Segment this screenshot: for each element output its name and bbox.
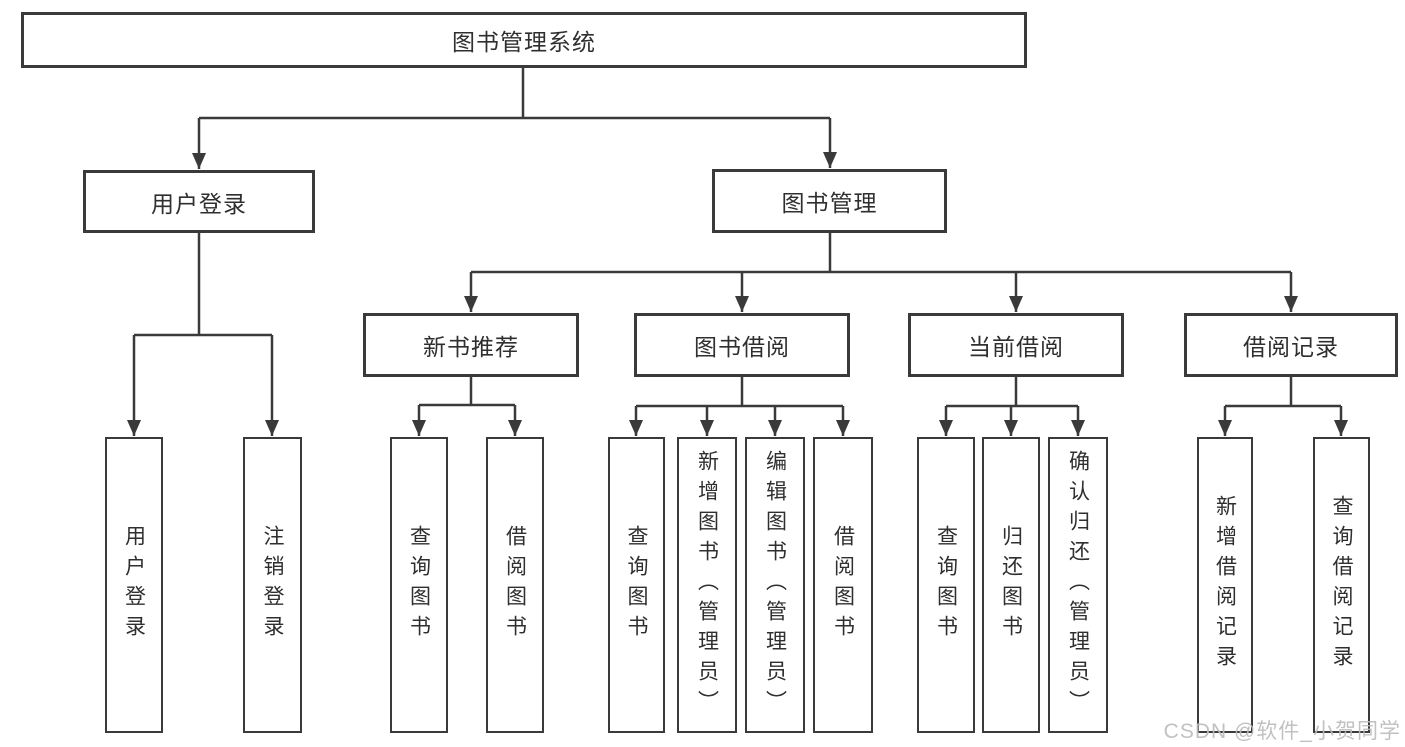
connector-root-to-level2 — [192, 66, 837, 169]
leaf-return-books: 归还图书 — [982, 437, 1040, 733]
connector-book-management-children — [464, 233, 1298, 312]
leaf-logout: 注销登录 — [243, 437, 302, 733]
leaf-user-login: 用户登录 — [105, 437, 163, 733]
node-borrow-records: 借阅记录 — [1184, 313, 1398, 377]
node-root-library-system: 图书管理系统 — [21, 12, 1027, 68]
leaf-query-books-borrow: 查询图书 — [608, 437, 665, 733]
node-book-management: 图书管理 — [712, 169, 947, 233]
connector-borrow-records-children — [1218, 377, 1348, 436]
node-current-borrow: 当前借阅 — [908, 313, 1124, 377]
leaf-add-borrow-record: 新增借阅记录 — [1197, 437, 1253, 733]
connector-book-borrow-children — [629, 377, 850, 436]
leaf-borrow-books: 借阅图书 — [813, 437, 873, 733]
leaf-borrow-books-recommend: 借阅图书 — [486, 437, 544, 733]
leaf-query-borrow-record: 查询借阅记录 — [1313, 437, 1370, 733]
node-new-book-recommend: 新书推荐 — [363, 313, 579, 377]
node-user-login: 用户登录 — [83, 170, 315, 233]
node-book-borrow: 图书借阅 — [634, 313, 850, 377]
connector-current-borrow-children — [939, 377, 1085, 436]
leaf-edit-books-admin: 编辑图书（管理员） — [745, 437, 805, 733]
connector-user-login-children — [127, 233, 279, 436]
leaf-query-books-recommend: 查询图书 — [390, 437, 448, 733]
leaf-add-books-admin: 新增图书（管理员） — [677, 437, 737, 733]
leaf-confirm-return-admin: 确认归还（管理员） — [1048, 437, 1108, 733]
connector-new-book-recommend-children — [412, 377, 522, 436]
leaf-query-books-current: 查询图书 — [917, 437, 975, 733]
